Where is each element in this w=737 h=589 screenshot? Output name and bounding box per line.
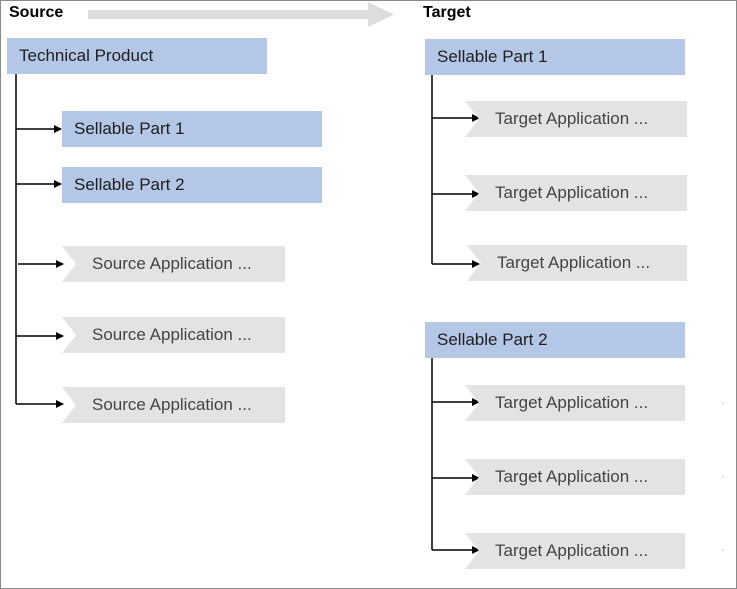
target-sellable-part-box: Sellable Part 1 bbox=[425, 39, 685, 75]
source-application-box: Source Application ... bbox=[62, 246, 285, 282]
technical-product-box: Technical Product bbox=[7, 38, 267, 74]
source-heading: Source bbox=[9, 4, 64, 21]
target-application-box: Target Application ... bbox=[465, 385, 685, 421]
artifact-dot bbox=[722, 402, 724, 404]
source-tree-connectors bbox=[15, 74, 64, 408]
target-application-box: Target Application ... bbox=[465, 533, 685, 569]
target-application-box: Target Application ... bbox=[465, 459, 685, 495]
target-tree-2-connectors bbox=[431, 358, 480, 554]
target-application-box: Target Application ... bbox=[467, 245, 687, 281]
target-application-box: Target Application ... bbox=[465, 175, 687, 211]
artifact-dot bbox=[722, 476, 724, 478]
target-tree-1-connectors bbox=[431, 74, 480, 268]
target-heading: Target bbox=[423, 4, 471, 21]
artifact-dot bbox=[722, 549, 724, 551]
target-application-box: Target Application ... bbox=[465, 101, 687, 137]
flow-arrow bbox=[88, 2, 394, 27]
source-application-box: Source Application ... bbox=[62, 387, 285, 423]
source-sellable-part-box: Sellable Part 1 bbox=[62, 111, 322, 147]
source-application-box: Source Application ... bbox=[62, 317, 285, 353]
target-sellable-part-box: Sellable Part 2 bbox=[425, 322, 685, 358]
source-sellable-part-box: Sellable Part 2 bbox=[62, 167, 322, 203]
